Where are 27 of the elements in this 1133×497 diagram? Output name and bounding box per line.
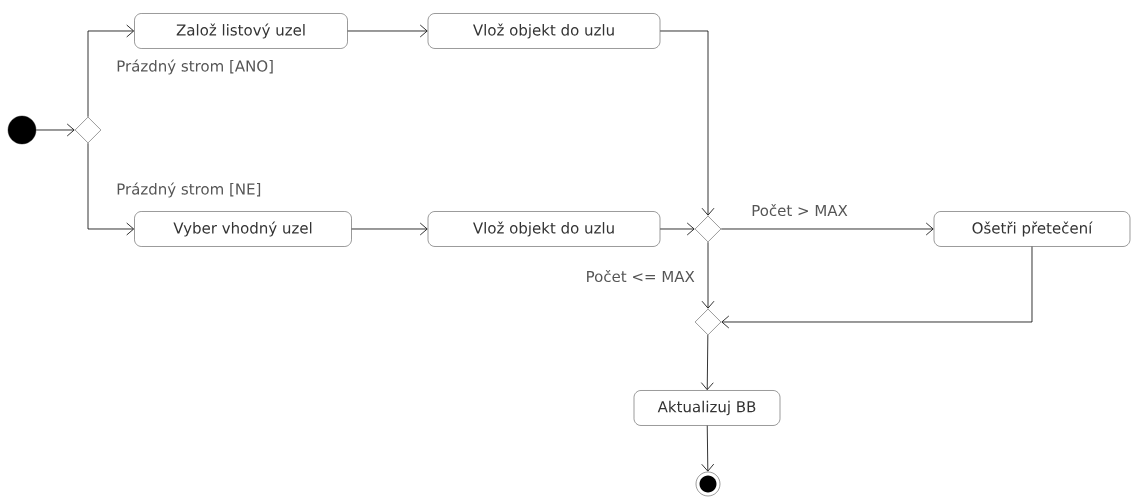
edge-label: Prázdný strom [NE] xyxy=(117,182,261,198)
action-box: Ošetři přetečení xyxy=(933,211,1131,247)
action-box: Vlož objekt do uzlu xyxy=(427,211,661,247)
action-box: Vlož objekt do uzlu xyxy=(427,13,661,49)
decision-diamond xyxy=(74,116,102,144)
start-node xyxy=(7,115,37,145)
arrow xyxy=(87,24,135,118)
arrow xyxy=(659,222,695,236)
edge-label: Počet > MAX xyxy=(752,203,848,217)
decision-diamond xyxy=(694,308,722,336)
arrow xyxy=(659,30,715,216)
arrow xyxy=(87,142,135,236)
arrow xyxy=(351,222,428,236)
arrow xyxy=(721,246,1033,329)
arrow xyxy=(700,334,714,391)
arrow xyxy=(701,241,715,309)
edge-label: Počet <= MAX xyxy=(587,269,695,283)
arrow xyxy=(720,222,934,236)
arrow xyxy=(701,425,715,472)
arrow xyxy=(347,24,428,38)
edge-label: Prázdný strom [ANO] xyxy=(117,59,273,75)
action-box: Vyber vhodný uzel xyxy=(134,211,352,247)
action-box: Aktualizuj BB xyxy=(633,390,781,426)
decision-diamond xyxy=(694,215,722,243)
arrow xyxy=(35,123,75,137)
action-box: Založ listový uzel xyxy=(134,13,348,49)
end-node xyxy=(695,471,721,497)
